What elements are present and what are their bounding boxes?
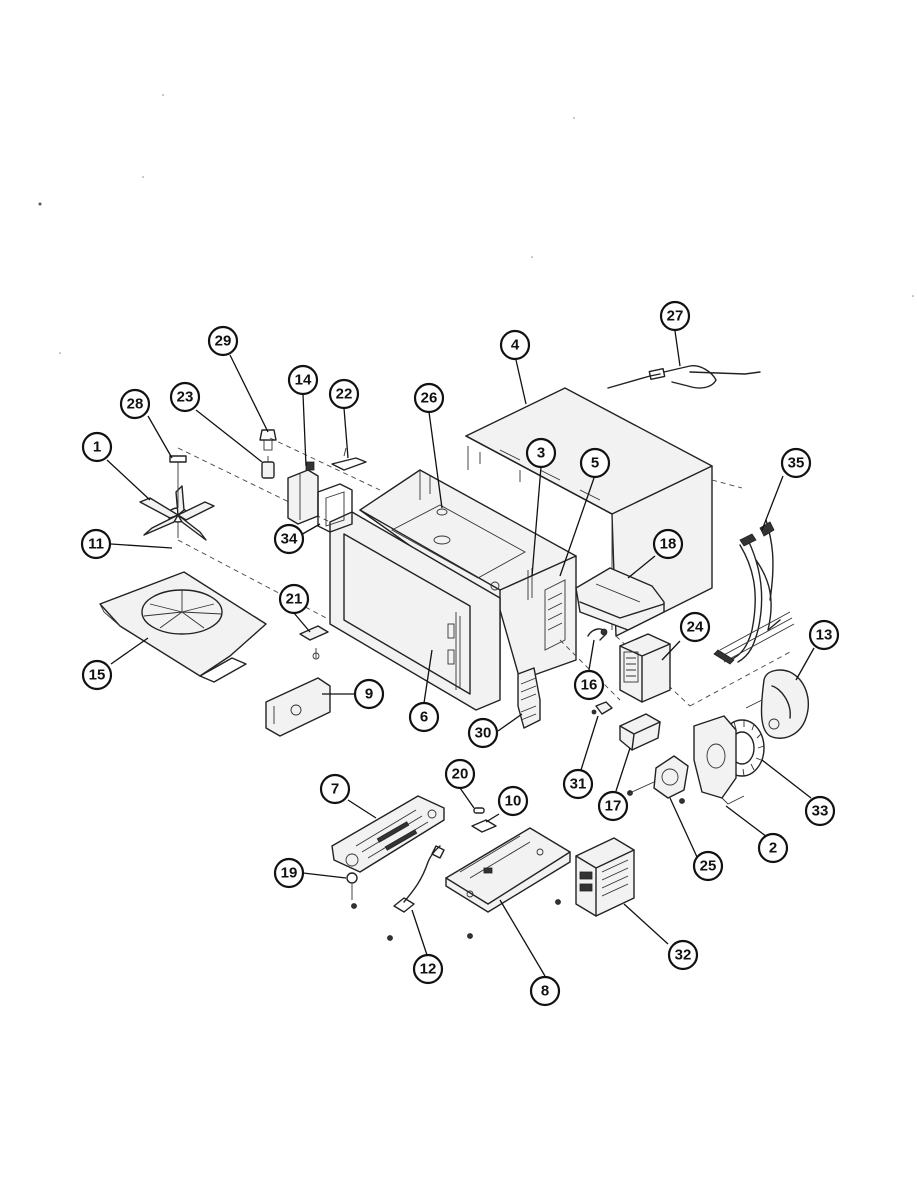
callout-35: 35 (780, 447, 812, 479)
callout-15: 15 (81, 659, 113, 691)
callout-29: 29 (207, 325, 239, 357)
callout-6-label: 6 (420, 709, 428, 726)
callout-4: 4 (499, 329, 531, 361)
callout-8-label: 8 (541, 983, 549, 1000)
callout-13-label: 13 (816, 627, 833, 644)
noise-filter (517, 667, 541, 729)
callout-2: 2 (757, 832, 789, 864)
callout-20-label: 20 (452, 766, 469, 783)
callout-2-label: 2 (769, 840, 777, 857)
callout-23-label: 23 (177, 389, 194, 406)
callout-22-label: 22 (336, 386, 353, 403)
callout-12-label: 12 (420, 961, 437, 978)
callout-8: 8 (529, 975, 561, 1007)
callout-28-label: 28 (127, 396, 144, 413)
callout-27: 27 (659, 300, 691, 332)
callout-33: 33 (804, 795, 836, 827)
power-cord (393, 845, 445, 913)
callout-15-label: 15 (89, 667, 106, 684)
callout-31-label: 31 (570, 776, 587, 793)
callout-32-label: 32 (675, 947, 692, 964)
callout-19-label: 19 (281, 865, 298, 882)
thermostat (591, 701, 613, 715)
callout-5-label: 5 (591, 455, 599, 472)
interlock-switch (299, 625, 329, 660)
callout-13: 13 (808, 619, 840, 651)
callout-14: 14 (287, 364, 319, 396)
callout-7-label: 7 (331, 781, 339, 798)
callout-9-label: 9 (365, 686, 373, 703)
fuse-holder (471, 807, 497, 833)
callout-9: 9 (353, 678, 385, 710)
callout-11: 11 (80, 528, 112, 560)
leader-lines (106, 330, 815, 977)
callout-10: 10 (497, 785, 529, 817)
callout-17-label: 17 (605, 798, 622, 815)
lamp-socket (259, 429, 277, 479)
magnetron-duct (575, 567, 665, 631)
callout-21: 21 (278, 583, 310, 615)
switch-bracket (317, 483, 353, 533)
callout-30-label: 30 (475, 725, 492, 742)
callout-17: 17 (597, 790, 629, 822)
callout-11-label: 11 (88, 536, 104, 553)
motor-bracket (693, 715, 745, 805)
callout-3: 3 (525, 437, 557, 469)
callout-26: 26 (413, 382, 445, 414)
callout-25-label: 25 (700, 858, 717, 875)
callout-7: 7 (319, 773, 351, 805)
capacitor-holder (619, 713, 661, 751)
callout-21-label: 21 (286, 591, 303, 608)
callout-32: 32 (667, 939, 699, 971)
callout-20: 20 (444, 758, 476, 790)
blower-housing (745, 669, 809, 739)
mounting-bracket (287, 461, 319, 525)
callout-33-label: 33 (812, 803, 829, 820)
callout-31: 31 (562, 768, 594, 800)
callout-34-label: 34 (281, 531, 298, 548)
callout-6: 6 (408, 701, 440, 733)
callout-3-label: 3 (537, 445, 545, 462)
callout-1: 1 (81, 431, 113, 463)
callout-16-label: 16 (581, 677, 598, 694)
fan-motor (627, 755, 689, 804)
callout-14-label: 14 (295, 372, 312, 389)
fan-blade (139, 455, 215, 541)
callout-5: 5 (579, 447, 611, 479)
magnetron (619, 633, 671, 703)
callout-27-label: 27 (667, 308, 684, 325)
base-plate (445, 827, 571, 913)
thermal-cutout (587, 628, 608, 641)
callout-24-label: 24 (687, 619, 704, 636)
callout-22: 22 (328, 378, 360, 410)
callout-24: 24 (679, 611, 711, 643)
callout-19: 19 (273, 857, 305, 889)
high-voltage-transformer (575, 837, 635, 917)
callout-34: 34 (273, 523, 305, 555)
fan-shroud (99, 571, 267, 683)
latch-lever (331, 447, 367, 471)
scan-specks (38, 94, 914, 354)
callout-26-label: 26 (421, 390, 438, 407)
callout-16: 16 (573, 669, 605, 701)
callout-25: 25 (692, 850, 724, 882)
callout-35-label: 35 (788, 455, 805, 472)
callout-18: 18 (652, 528, 684, 560)
thermal-element (607, 365, 761, 389)
callout-12: 12 (412, 953, 444, 985)
callout-18-label: 18 (660, 536, 677, 553)
callout-23: 23 (169, 381, 201, 413)
callout-30: 30 (467, 717, 499, 749)
wire-harness (713, 519, 795, 665)
callout-28: 28 (119, 388, 151, 420)
callout-1-label: 1 (93, 439, 101, 456)
bottom-grille (331, 795, 445, 873)
mounting-screws (346, 872, 561, 941)
callout-10-label: 10 (505, 793, 522, 810)
latch-plate (265, 677, 331, 737)
callout-4-label: 4 (511, 337, 520, 354)
assembly-guide-lines (177, 437, 791, 707)
callout-29-label: 29 (215, 333, 232, 350)
